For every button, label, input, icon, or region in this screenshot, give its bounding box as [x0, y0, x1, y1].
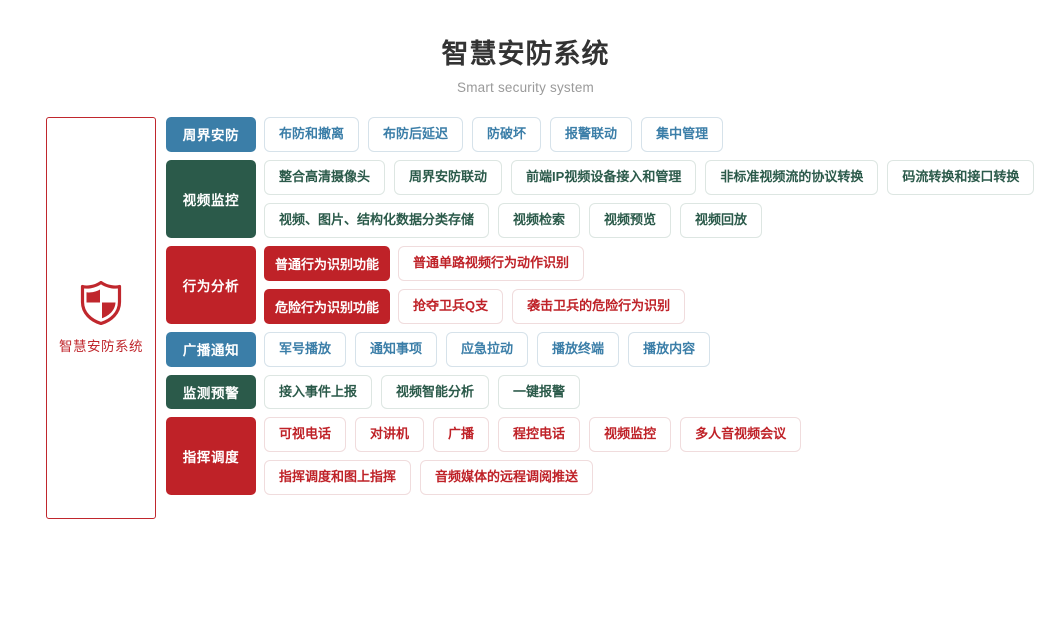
page-subtitle: Smart security system	[457, 79, 594, 95]
feature-item[interactable]: 应急拉动	[446, 331, 529, 367]
category-row: 周界安防布防和撤离布防后延迟防破坏报警联动集中管理	[166, 116, 1051, 152]
item-line: 整合高清摄像头周界安防联动前端IP视频设备接入和管理非标准视频流的协议转换码流转…	[264, 159, 1051, 195]
feature-item[interactable]: 多人音视频会议	[680, 417, 802, 453]
feature-item[interactable]: 视频检索	[498, 202, 581, 238]
feature-item[interactable]: 集中管理	[641, 116, 724, 152]
feature-item[interactable]: 整合高清摄像头	[264, 159, 386, 195]
feature-item[interactable]: 播放终端	[537, 331, 620, 367]
feature-item[interactable]: 视频监控	[589, 417, 672, 453]
category-lines: 接入事件上报视频智能分析一键报警	[264, 374, 1051, 410]
item-line: 危险行为识别功能抢夺卫兵Q支袭击卫兵的危险行为识别	[264, 288, 1051, 324]
feature-item[interactable]: 码流转换和接口转换	[887, 159, 1035, 195]
brand-panel: 智慧安防系统	[46, 116, 156, 519]
sub-category-chip[interactable]: 普通行为识别功能	[264, 245, 391, 281]
category-lines: 军号播放通知事项应急拉动播放终端播放内容	[264, 331, 1051, 367]
feature-item[interactable]: 报警联动	[550, 116, 633, 152]
category-rows: 周界安防布防和撤离布防后延迟防破坏报警联动集中管理视频监控整合高清摄像头周界安防…	[166, 116, 1051, 504]
feature-item[interactable]: 程控电话	[498, 417, 581, 453]
feature-item[interactable]: 广播	[433, 417, 490, 453]
category-chip[interactable]: 广播通知	[166, 331, 256, 367]
feature-item[interactable]: 普通单路视频行为动作识别	[398, 245, 585, 281]
item-line: 普通行为识别功能普通单路视频行为动作识别	[264, 245, 1051, 281]
feature-item[interactable]: 对讲机	[355, 417, 425, 453]
item-line: 视频、图片、结构化数据分类存储视频检索视频预览视频回放	[264, 202, 1051, 238]
feature-item[interactable]: 指挥调度和图上指挥	[264, 460, 412, 496]
item-line: 指挥调度和图上指挥音频媒体的远程调阅推送	[264, 460, 1051, 496]
feature-item[interactable]: 可视电话	[264, 417, 347, 453]
shield-icon	[80, 280, 122, 325]
category-chip[interactable]: 周界安防	[166, 116, 256, 152]
feature-item[interactable]: 周界安防联动	[394, 159, 503, 195]
item-line: 布防和撤离布防后延迟防破坏报警联动集中管理	[264, 116, 1051, 152]
feature-item[interactable]: 防破坏	[472, 116, 542, 152]
feature-item[interactable]: 抢夺卫兵Q支	[398, 288, 504, 324]
feature-item[interactable]: 一键报警	[498, 374, 581, 410]
feature-item[interactable]: 袭击卫兵的危险行为识别	[512, 288, 686, 324]
feature-item[interactable]: 布防和撤离	[264, 116, 360, 152]
diagram-body: 智慧安防系统 周界安防布防和撤离布防后延迟防破坏报警联动集中管理视频监控整合高清…	[0, 116, 1051, 519]
feature-item[interactable]: 视频、图片、结构化数据分类存储	[264, 202, 490, 238]
category-chip[interactable]: 行为分析	[166, 245, 256, 324]
feature-item[interactable]: 音频媒体的远程调阅推送	[420, 460, 594, 496]
feature-item[interactable]: 布防后延迟	[368, 116, 464, 152]
feature-item[interactable]: 通知事项	[355, 331, 438, 367]
feature-item[interactable]: 播放内容	[628, 331, 711, 367]
category-row: 行为分析普通行为识别功能普通单路视频行为动作识别危险行为识别功能抢夺卫兵Q支袭击…	[166, 245, 1051, 324]
category-lines: 布防和撤离布防后延迟防破坏报警联动集中管理	[264, 116, 1051, 152]
feature-item[interactable]: 视频智能分析	[381, 374, 490, 410]
feature-item[interactable]: 军号播放	[264, 331, 347, 367]
item-line: 军号播放通知事项应急拉动播放终端播放内容	[264, 331, 1051, 367]
feature-item[interactable]: 前端IP视频设备接入和管理	[511, 159, 697, 195]
category-chip[interactable]: 监测预警	[166, 374, 256, 410]
category-lines: 整合高清摄像头周界安防联动前端IP视频设备接入和管理非标准视频流的协议转换码流转…	[264, 159, 1051, 238]
feature-item[interactable]: 视频预览	[589, 202, 672, 238]
item-line: 可视电话对讲机广播程控电话视频监控多人音视频会议	[264, 417, 1051, 453]
feature-item[interactable]: 视频回放	[680, 202, 763, 238]
brand-label: 智慧安防系统	[59, 338, 143, 354]
category-row: 指挥调度可视电话对讲机广播程控电话视频监控多人音视频会议指挥调度和图上指挥音频媒…	[166, 417, 1051, 496]
feature-item[interactable]: 非标准视频流的协议转换	[705, 159, 879, 195]
category-chip[interactable]: 指挥调度	[166, 417, 256, 496]
item-line: 接入事件上报视频智能分析一键报警	[264, 374, 1051, 410]
category-row: 广播通知军号播放通知事项应急拉动播放终端播放内容	[166, 331, 1051, 367]
sub-category-chip[interactable]: 危险行为识别功能	[264, 288, 391, 324]
feature-item[interactable]: 接入事件上报	[264, 374, 373, 410]
category-row: 视频监控整合高清摄像头周界安防联动前端IP视频设备接入和管理非标准视频流的协议转…	[166, 159, 1051, 238]
category-lines: 普通行为识别功能普通单路视频行为动作识别危险行为识别功能抢夺卫兵Q支袭击卫兵的危…	[264, 245, 1051, 324]
category-row: 监测预警接入事件上报视频智能分析一键报警	[166, 374, 1051, 410]
category-chip[interactable]: 视频监控	[166, 159, 256, 238]
page-header: 智慧安防系统 Smart security system	[0, 0, 1051, 95]
category-lines: 可视电话对讲机广播程控电话视频监控多人音视频会议指挥调度和图上指挥音频媒体的远程…	[264, 417, 1051, 496]
page-title: 智慧安防系统	[441, 39, 610, 69]
